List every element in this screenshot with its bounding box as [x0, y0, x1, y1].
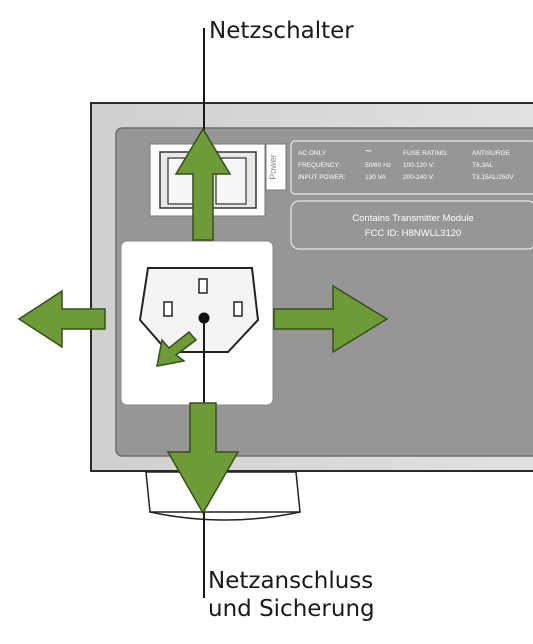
spec-label: AC ONLY FREQUENCY: INPUT POWER: ~50/60 Hz 13… [290, 140, 533, 195]
fcc-label: Contains Transmitter Module FCC ID: H8NW… [290, 200, 533, 250]
label-power-switch: Netzschalter [209, 18, 354, 44]
power-label: Power [268, 154, 278, 180]
spec-col1-text: FREQUENCY: [298, 162, 340, 169]
spec-col1-text: INPUT POWER: [298, 174, 346, 181]
power-inlet [120, 240, 274, 406]
arrow-right [273, 284, 389, 354]
arrow-left [17, 289, 106, 349]
label-power-inlet-line1: Netzanschluss [208, 568, 374, 594]
fuse-title-text: FUSE RATING: [403, 150, 448, 157]
fcc-id-text: FCC ID: H8NWLL3120 [365, 228, 462, 239]
spec-col3-text: 100-120 V: [403, 162, 435, 169]
arrow-diagonal-down-left [156, 330, 198, 367]
spec-col4-text: T3.15AL/250V [472, 174, 514, 181]
spec-col2-text: 130 VA [365, 174, 387, 181]
module-text-line1: Contains Transmitter Module [352, 213, 473, 224]
spec-col4-text: ANTISURGE [472, 150, 511, 157]
arrow-down [166, 402, 240, 515]
spec-col4-text: T6.3AL [472, 162, 493, 169]
inlet-pin-ground [198, 278, 208, 294]
spec-col1-text: AC ONLY [298, 150, 327, 157]
arrow-up [174, 127, 232, 241]
spec-col2-text: 50/60 Hz [365, 162, 391, 169]
label-power-inlet-line2: und Sicherung [208, 596, 375, 622]
spec-col2-text: ~ [365, 144, 372, 158]
inlet-pin-right [233, 301, 243, 317]
spec-col3-text: 200-240 V: [403, 174, 435, 181]
inlet-pin-left [163, 301, 173, 317]
